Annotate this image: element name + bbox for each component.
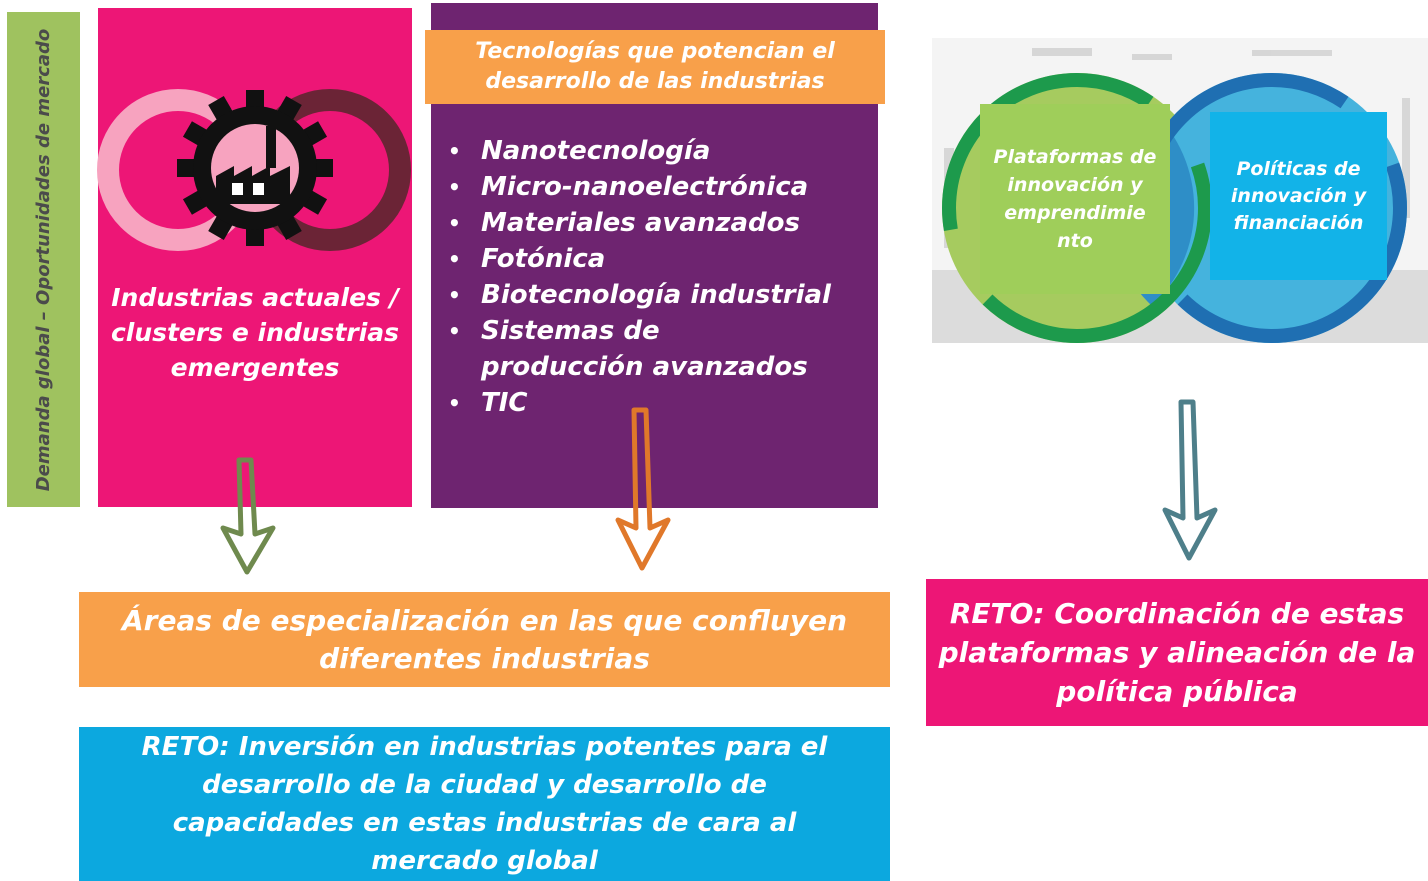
technology-item: Sistemas de producción avanzados: [443, 313, 811, 385]
market-demand-label: Demanda global – Oportunidades de mercad…: [32, 28, 54, 491]
technology-item: Fotónica: [443, 241, 831, 277]
industries-label: Industrias actuales / clusters e industr…: [110, 283, 400, 382]
technology-item: Biotecnología industrial: [443, 277, 831, 313]
coordination-challenge-box: RETO: Coordinación de estas plataformas …: [926, 579, 1428, 726]
orange-down-arrow-icon: [615, 407, 671, 571]
technology-item: Micro-nanoelectrónica: [443, 169, 831, 205]
green-down-arrow-icon: [220, 457, 276, 575]
technology-item: TIC: [443, 385, 831, 421]
industries-box: Industrias actuales / clusters e industr…: [97, 8, 412, 507]
technology-list: Nanotecnología Micro-nanoelectrónica Mat…: [443, 133, 831, 421]
technology-item: Nanotecnología: [443, 133, 831, 169]
specialization-areas-box: Áreas de especialización en las que conf…: [79, 592, 890, 687]
technologies-title: Tecnologías que potencian el desarrollo …: [425, 30, 885, 104]
teal-down-arrow-icon: [1162, 399, 1218, 561]
innovation-platforms-label: Plataformas de innovación y emprendimie …: [980, 104, 1170, 294]
industry-gear-icon: [97, 89, 411, 251]
technology-item: Materiales avanzados: [443, 205, 831, 241]
investment-challenge-box: RETO: Inversión en industrias potentes p…: [79, 727, 890, 881]
innovation-policies-label: Políticas de innovación y financiación: [1210, 112, 1387, 280]
market-demand-tab: Demanda global – Oportunidades de mercad…: [7, 12, 80, 507]
